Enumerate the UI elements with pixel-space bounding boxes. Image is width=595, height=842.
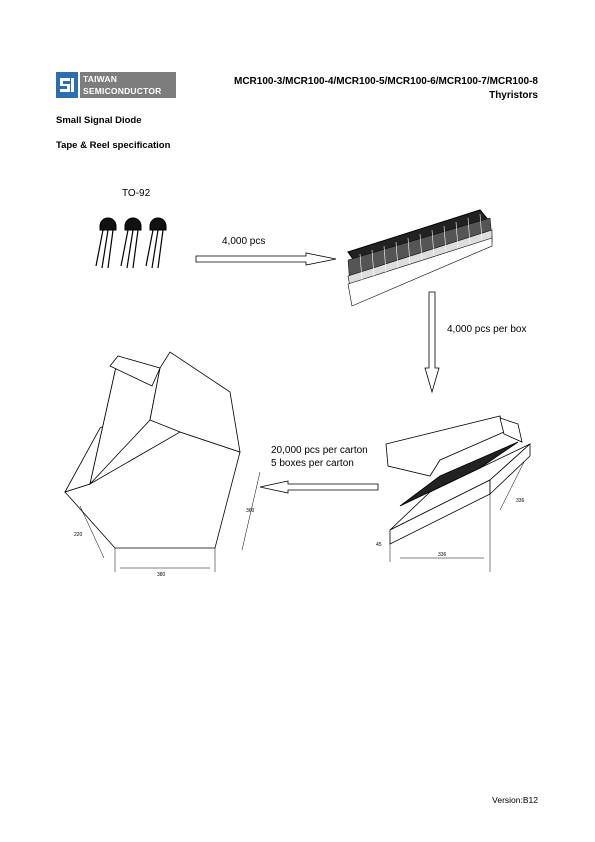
section-subtitle: Small Signal Diode [56,115,142,126]
arrow-down-icon [424,291,440,394]
packaging-diagram: TO-92 4,000 pcs [64,188,531,578]
arrow3-label-line2: 5 boxes per carton [271,458,354,469]
box-height-dim: 45 [376,542,382,548]
arrow3-label-line1: 20,000 pcs per carton [271,445,368,456]
document-title: MCR100-3/MCR100-4/MCR100-5/MCR100-6/MCR1… [234,75,538,103]
logo-text: TAIWAN SEMICONDUCTOR [80,72,176,98]
arrow1-label: 4,000 pcs [222,236,265,247]
version-label: Version:B12 [492,795,538,805]
arrow-left-icon [259,480,379,494]
part-numbers: MCR100-3/MCR100-4/MCR100-5/MCR100-6/MCR1… [234,76,538,87]
carton-height-dim: 220 [74,532,83,538]
arrow2-label: 4,000 pcs per box [447,324,527,335]
inner-box-icon [385,415,531,572]
carton-width-dim: 380 [157,572,166,578]
product-category: Thyristors [489,90,538,101]
carton-depth-dim: 360 [246,508,255,514]
ammo-tape-icon [347,209,493,307]
arrow-right-icon [195,252,337,266]
to92-transistors-icon [95,217,167,269]
logo-mark-icon [56,72,78,98]
box-width-dim: 336 [438,552,447,558]
package-label: TO-92 [122,188,151,199]
box-depth-dim: 336 [516,498,525,504]
logo-line-1: TAIWAN [83,74,118,84]
carton-box-icon [64,351,261,572]
logo-line-2: SEMICONDUCTOR [83,86,162,96]
section-heading: Tape & Reel specification [56,140,171,151]
company-logo: TAIWAN SEMICONDUCTOR [56,72,176,98]
